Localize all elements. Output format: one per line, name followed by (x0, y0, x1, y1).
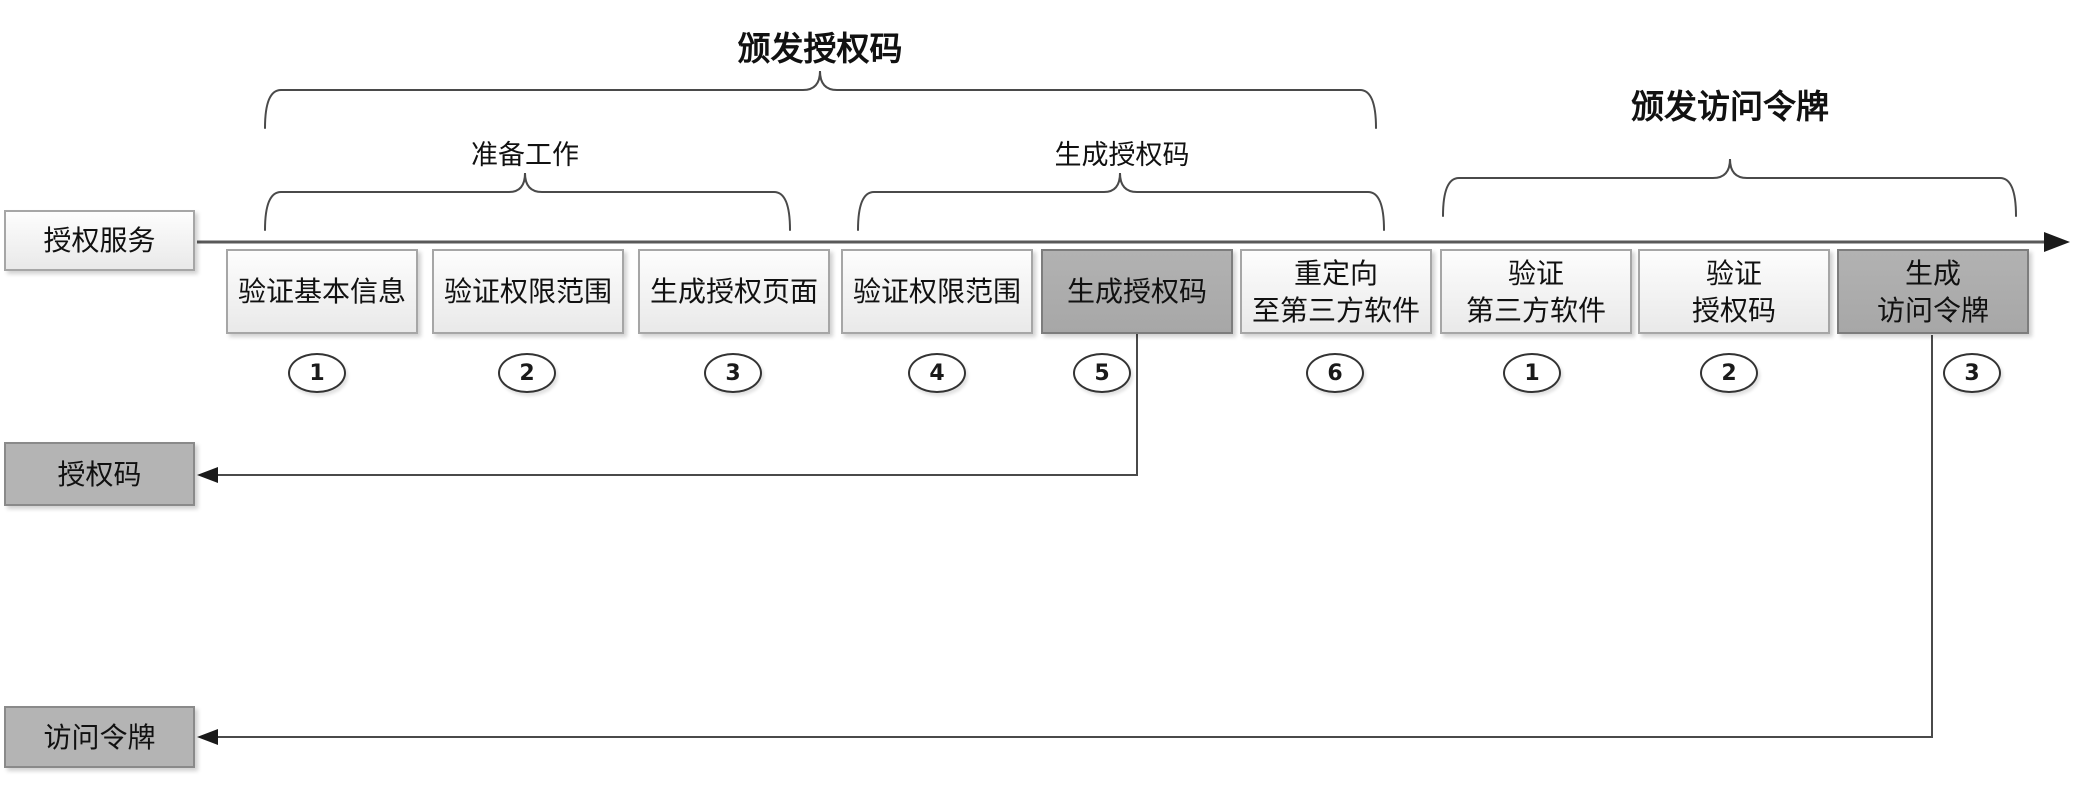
connector-access-token (216, 335, 1933, 738)
brace-issue-access-token (1442, 158, 2017, 217)
step-number-badge: 1 (1503, 353, 1561, 393)
step-label: 验证权限范围 (443, 275, 612, 308)
step-box-verify-scope-2: 验证权限范围 (841, 249, 1033, 334)
step-number-badge: 6 (1306, 353, 1364, 393)
step-label: 生成授权页面 (649, 275, 818, 308)
lane-box-auth-service: 授权服务 (4, 210, 195, 271)
output-box-access-token: 访问令牌 (4, 706, 195, 768)
step-box-verify-auth-code: 验证 授权码 (1638, 249, 1830, 334)
step-box-generate-auth-code: 生成授权码 (1041, 249, 1233, 334)
phase-title-issue-access-token: 颁发访问令牌 (1631, 87, 1829, 126)
output-box-label: 访问令牌 (43, 720, 156, 754)
step-label: 验证基本信息 (237, 275, 406, 308)
step-label: 验证 第三方软件 (1465, 256, 1606, 327)
stage-label-preparation: 准备工作 (471, 140, 579, 171)
step-number-badge: 4 (908, 353, 966, 393)
step-number-badge: 3 (1943, 353, 2001, 393)
step-number-badge: 5 (1073, 353, 1131, 393)
step-number-badge: 3 (704, 353, 762, 393)
brace-preparation (264, 172, 791, 231)
step-box-verify-scope-1: 验证权限范围 (432, 249, 624, 334)
brace-issue-auth-code (264, 70, 1377, 129)
step-box-verify-third-party: 验证 第三方软件 (1440, 249, 1632, 334)
step-number-badge: 2 (498, 353, 556, 393)
stage-label-generate-auth-code: 生成授权码 (1054, 140, 1190, 171)
step-box-redirect-third-party: 重定向 至第三方软件 (1240, 249, 1432, 334)
phase-title-issue-auth-code: 颁发授权码 (737, 29, 903, 68)
brace-generate-auth-code (857, 172, 1385, 231)
step-box-generate-auth-page: 生成授权页面 (638, 249, 830, 334)
step-label: 重定向 至第三方软件 (1251, 256, 1420, 327)
step-number-badge: 2 (1700, 353, 1758, 393)
step-label: 验证 授权码 (1691, 256, 1776, 327)
step-box-generate-access-token: 生成 访问令牌 (1837, 249, 2029, 334)
connector-auth-code (216, 334, 1138, 476)
step-label: 验证权限范围 (852, 275, 1021, 308)
step-box-verify-basic-info: 验证基本信息 (226, 249, 418, 334)
access-token-arrowhead-icon (197, 729, 218, 745)
step-label: 生成授权码 (1066, 275, 1207, 308)
auth-code-arrowhead-icon (197, 467, 218, 483)
step-label: 生成 访问令牌 (1876, 256, 1989, 327)
lane-box-label: 授权服务 (43, 224, 156, 257)
output-box-label: 授权码 (57, 457, 142, 491)
timeline-arrowhead-icon (2044, 232, 2070, 252)
step-number-badge: 1 (288, 353, 346, 393)
output-box-auth-code: 授权码 (4, 442, 195, 506)
